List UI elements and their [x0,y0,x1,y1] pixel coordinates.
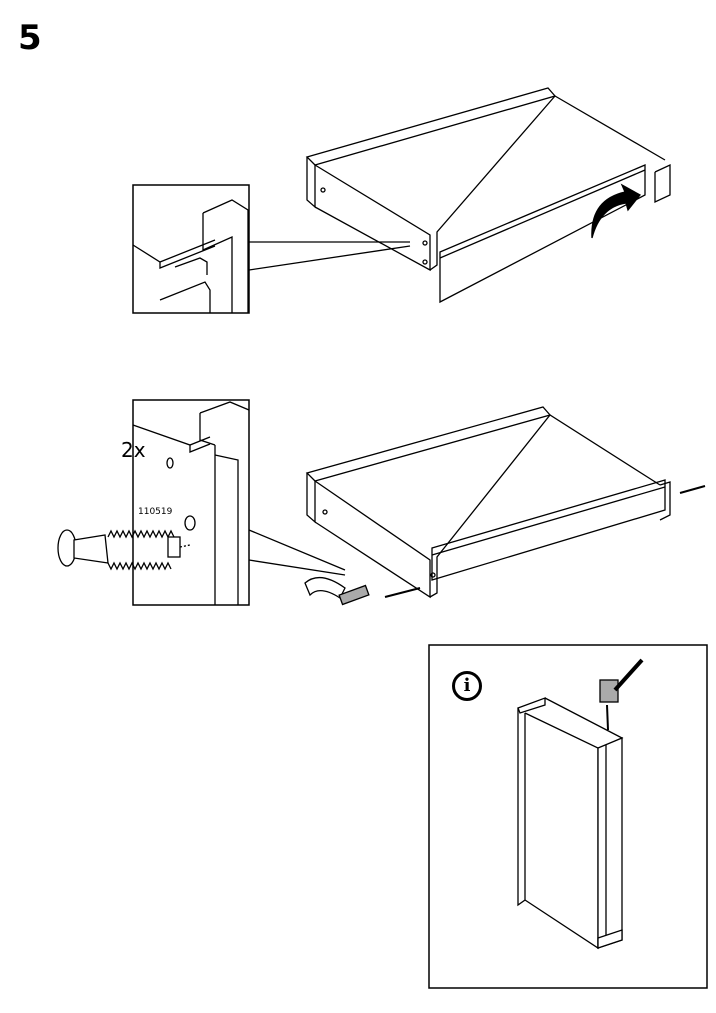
quantity-label: 2x [121,438,146,462]
part-number-label: 110519 [138,507,173,517]
info-panel [428,644,708,989]
drawer-frame-1 [305,87,671,304]
step-number: 5 [18,18,42,58]
info-icon: i [452,671,482,701]
detail-box-1 [132,184,411,314]
drawer-frame-2 [304,406,706,606]
detail-box-2 [57,399,346,606]
